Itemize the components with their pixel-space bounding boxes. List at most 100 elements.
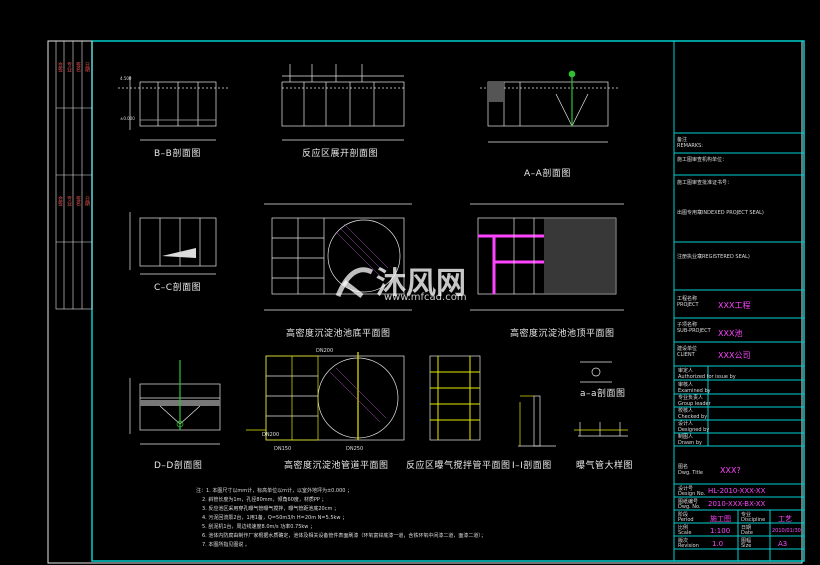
- remark-en: REMARKS:: [677, 143, 703, 149]
- dd-section-label: D–D剖面图: [154, 461, 203, 471]
- note-line: 2. 斜管长度为1m，孔径80mm，倾角60度，材质PP ；: [202, 497, 327, 503]
- reg-label: 注册执业章: [677, 254, 703, 260]
- role-label: 设计人: [678, 421, 694, 427]
- rev-en: Revision: [678, 543, 699, 549]
- disc-value: 工艺: [778, 515, 792, 523]
- period-label: 阶段: [678, 512, 689, 518]
- svg-text:4.500: 4.500: [120, 76, 132, 81]
- strip-date: 日期: [84, 62, 90, 72]
- strip-sign: 签名: [75, 196, 81, 206]
- aa-section-drawing: [480, 70, 620, 143]
- note-line: 6. 池体内防腐由制作厂家根据水质确定，池体及相关设备管件表面刷漆（环氧富锌底漆…: [202, 533, 486, 539]
- note-line: 注：1. 本图尺寸以mm计，标高单位以m计，以室外地坪为±0.000 ；: [196, 488, 353, 494]
- role-en: Group leader: [678, 401, 711, 407]
- size-en: Size: [741, 543, 752, 549]
- sed-top-label: 高密度沉淀池池顶平面图: [510, 329, 615, 339]
- role-label: 专业负责人: [678, 395, 704, 401]
- review-unit: 施工图审查机构单位：: [677, 157, 728, 163]
- disc-label: 专业: [741, 512, 752, 518]
- subproject-value: XXX池: [718, 329, 743, 338]
- scale-label: 比例: [678, 525, 689, 531]
- client-en: CLIENT: [677, 352, 695, 358]
- bb-section-drawing: 4.500 ±0.000: [118, 76, 230, 141]
- dim-dn200-2: DN200: [262, 432, 280, 438]
- size-label: 图幅: [741, 538, 752, 544]
- dwg-no-en: Dwg. No.: [678, 504, 701, 510]
- aeration-detail-label: 曝气管大样图: [576, 461, 634, 471]
- cc-section-drawing: [129, 212, 217, 275]
- scale-value: 1:100: [710, 527, 731, 535]
- dwg-no-value: 2010-XXX-BX-XX: [708, 500, 766, 508]
- subproject-label: 子项名称: [677, 322, 698, 328]
- strip-countersign: 会签: [57, 62, 63, 72]
- strip-discipline: 专业: [66, 62, 72, 72]
- svg-text:±0.000: ±0.000: [120, 116, 135, 121]
- period-value: 施工图: [710, 515, 731, 523]
- role-label: 制图人: [678, 434, 694, 440]
- reaction-unfold-drawing: [281, 64, 405, 141]
- role-en: Examined by: [678, 388, 711, 394]
- sed-pipe-drawing: [246, 352, 405, 441]
- dim-dn250: DN250: [346, 446, 364, 452]
- period-en: Period: [678, 517, 694, 523]
- role-en: Drawn by: [678, 440, 702, 446]
- rev-value: 1.0: [712, 540, 724, 548]
- aeration-plan-drawing: [429, 355, 481, 441]
- a-section-label: a–a剖面图: [580, 389, 626, 399]
- sed-top-drawing: [470, 203, 624, 311]
- i-section-drawing: [518, 395, 556, 447]
- client-label: 建设单位: [677, 346, 698, 352]
- role-label: 审定人: [678, 368, 694, 374]
- seal-en: (INDEXED PROJECT SEAL): [700, 210, 764, 216]
- note-line: 4. 污泥回流泵2台，1用1备，Q=50m3/h H=20m N=5.5kw ；: [202, 515, 348, 521]
- seal-label: 出图专用章: [677, 210, 703, 216]
- dwg-title-en: Dwg. Title: [678, 470, 704, 476]
- reg-en: (REGISTERED SEAL): [700, 254, 750, 260]
- sed-bottom-drawing: [264, 203, 412, 311]
- sed-pipe-label: 高密度沉淀池管道平面图: [284, 461, 389, 471]
- reaction-unfold-label: 反应区展开剖面图: [302, 149, 379, 159]
- note-line: 5. 刮泥机1台，周边线速度8.0m/s 功率0.75kw ；: [202, 524, 315, 530]
- rev-label: 版次: [678, 538, 689, 544]
- a-section-drawing: [580, 361, 612, 383]
- role-label: 校核人: [678, 408, 694, 414]
- strip-countersign: 会签: [57, 196, 63, 206]
- strip-date: 日期: [84, 196, 90, 206]
- dwg-title-value: XXX?: [720, 466, 741, 475]
- role-en: Checked by: [678, 414, 708, 420]
- watermark-url: www.mfcad.com: [384, 292, 467, 303]
- cc-section-label: C–C剖面图: [154, 283, 202, 293]
- dwg-no-label: 图纸编号: [678, 499, 699, 505]
- date-en: Date: [741, 530, 753, 536]
- remark-label: 备注: [677, 137, 688, 143]
- approval-no: 施工图审查批准证书号：: [677, 180, 733, 186]
- size-value: A3: [778, 540, 788, 548]
- strip-sign: 签名: [75, 62, 81, 72]
- aeration-detail-drawing: [574, 422, 628, 437]
- bb-section-label: B–B剖面图: [154, 149, 201, 159]
- dwg-title-label: 图名: [678, 464, 689, 470]
- role-en: Authorized for issue by: [678, 374, 736, 380]
- project-value: XXX工程: [718, 301, 751, 310]
- disc-en: Discipline: [741, 517, 766, 523]
- note-line: 3. 反应池区采用穿孔曝气管曝气搅拌，曝气管距池底20cm ；: [202, 506, 339, 512]
- design-no-en: Design No.: [678, 491, 706, 497]
- i-section-label: I–I剖面图: [512, 461, 552, 471]
- watermark-brand: 沐风网: [376, 266, 466, 301]
- date-value: 2010/01/30: [772, 528, 801, 534]
- design-no-value: HL-2010-XXX-XX: [708, 487, 766, 495]
- role-label: 审核人: [678, 382, 694, 388]
- dim-dn200: DN200: [316, 348, 334, 354]
- dim-dn150: DN150: [274, 446, 292, 452]
- project-label: 工程名称: [677, 296, 698, 302]
- aa-section-label: A–A剖面图: [524, 169, 571, 179]
- role-en: Designed by: [678, 427, 710, 433]
- client-value: XXX公司: [718, 351, 751, 360]
- scale-en: Scale: [678, 530, 692, 536]
- strip-discipline: 专业: [66, 196, 72, 206]
- subproject-en: SUB-PROJECT: [677, 328, 711, 334]
- aeration-plan-label: 反应区曝气搅拌管平面图: [406, 461, 511, 471]
